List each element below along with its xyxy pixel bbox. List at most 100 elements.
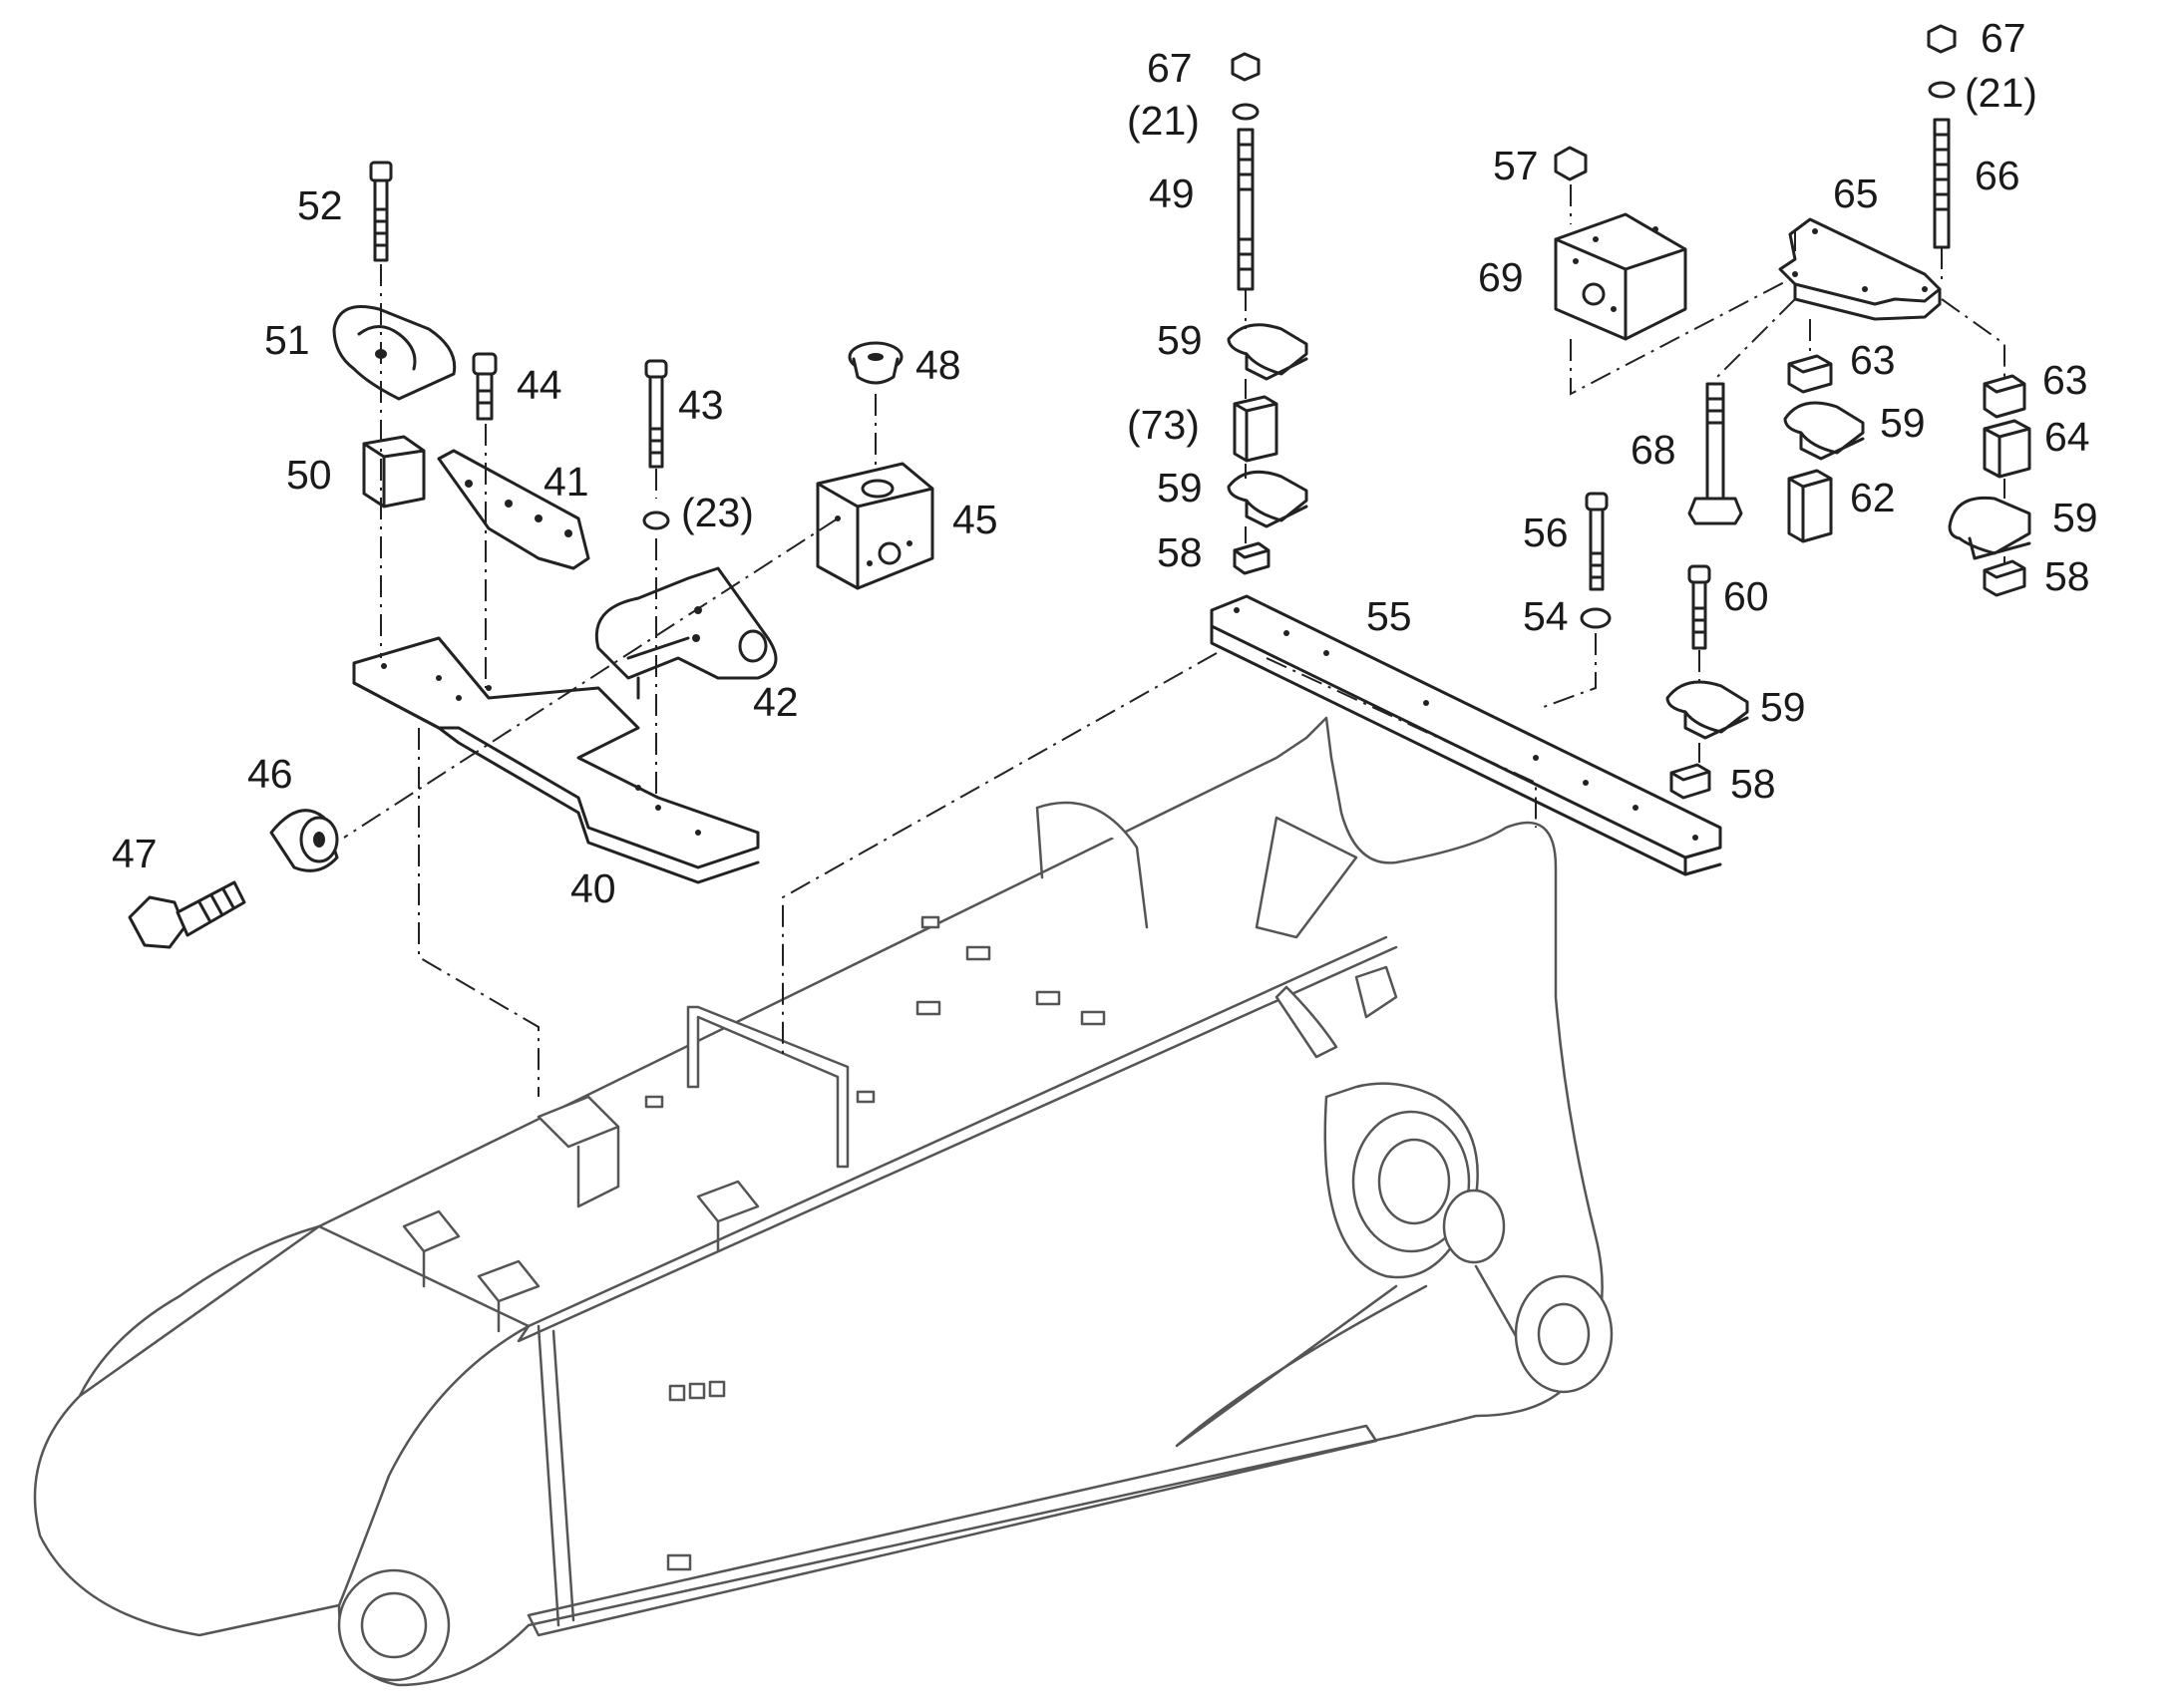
callout-52: 52	[297, 182, 343, 228]
callout-40: 40	[570, 865, 616, 911]
callout-69: 69	[1478, 254, 1524, 300]
deck-slot	[920, 915, 940, 929]
callout-59-e: 59	[2052, 495, 2098, 540]
callout-54: 54	[1523, 593, 1569, 639]
part-51-clamp	[332, 305, 457, 401]
part-43-bolt	[644, 359, 668, 469]
callout-66: 66	[1975, 153, 2020, 198]
callout-55: 55	[1366, 593, 1412, 639]
boom-assembly	[33, 716, 1614, 1687]
callout-51: 51	[264, 317, 310, 363]
deck-slot	[965, 945, 991, 961]
callout-63-b: 63	[2042, 357, 2088, 403]
part-45-valve-block	[816, 462, 934, 590]
deck-slot	[856, 1090, 876, 1104]
part-58-block-c	[1983, 559, 2026, 597]
boss-link	[1175, 1264, 1518, 1448]
callout-62: 62	[1850, 475, 1896, 520]
part-63-block-b	[1983, 374, 2026, 419]
part-59-clamp-a	[1227, 323, 1308, 381]
part-67-nut-a	[1231, 52, 1261, 82]
callout-47: 47	[112, 831, 158, 876]
part-60-bolt	[1687, 564, 1711, 650]
part-57-nut	[1554, 146, 1588, 181]
callout-73: (73)	[1127, 402, 1200, 448]
part-69-valve-block	[1554, 212, 1687, 341]
callout-46: 46	[247, 751, 293, 797]
callout-59-d: 59	[1880, 400, 1926, 446]
callout-63-a: 63	[1850, 337, 1896, 383]
callout-44: 44	[517, 362, 562, 408]
part-68-hex-bolt	[1687, 382, 1743, 525]
callout-21-a: (21)	[1127, 98, 1200, 144]
side-slot	[688, 1382, 706, 1400]
deck-lug-1	[537, 1095, 620, 1208]
part-23-washer	[642, 511, 670, 530]
callout-57: 57	[1493, 143, 1539, 188]
callout-50: 50	[286, 452, 332, 498]
callout-64: 64	[2044, 414, 2090, 460]
callout-59-c: 59	[1760, 684, 1806, 730]
callout-60: 60	[1723, 573, 1769, 619]
side-slot	[708, 1380, 726, 1398]
callout-21-b: (21)	[1965, 70, 2037, 116]
part-59-clamp-d	[1783, 401, 1865, 461]
part-63-block-a	[1787, 354, 1833, 394]
deck-lug-4	[696, 1180, 760, 1253]
part-66-stud	[1933, 118, 1951, 249]
boom-side-seam	[537, 1324, 575, 1627]
part-54-washer	[1580, 607, 1612, 629]
callout-67-b: 67	[1981, 15, 2026, 61]
part-59-clamp-c	[1665, 680, 1749, 740]
callout-43: 43	[678, 382, 724, 428]
boss-middle	[1442, 1189, 1506, 1264]
top-ear	[1274, 985, 1338, 1059]
deck-slot	[1080, 1010, 1106, 1026]
part-52-bolt	[369, 161, 393, 262]
part-64-block	[1983, 419, 2031, 479]
part-59-clamp-b	[1227, 470, 1308, 528]
side-slot	[668, 1384, 686, 1402]
part-65-bracket-plate	[1778, 217, 1942, 321]
part-59-clamp-e	[1948, 496, 2031, 560]
callout-41: 41	[544, 459, 589, 505]
part-55-rail	[1210, 594, 1722, 876]
deck-lug-2	[402, 1209, 461, 1288]
top-ear	[1354, 965, 1398, 1019]
part-48-grommet	[848, 341, 904, 385]
callout-23: (23)	[681, 490, 754, 535]
deck-slot	[644, 1095, 664, 1109]
bridge-frame	[686, 1005, 850, 1169]
part-46-bushing	[269, 809, 339, 872]
callout-48: 48	[915, 342, 961, 388]
callout-58-c: 58	[2044, 553, 2090, 599]
part-44-bolt	[472, 352, 498, 421]
part-21-washer-b	[1928, 81, 1956, 99]
part-40-mount-plate	[352, 636, 760, 884]
callout-68: 68	[1631, 427, 1676, 473]
deck-lug-3	[477, 1259, 541, 1333]
upper-bracket	[1035, 801, 1358, 939]
callout-59-b: 59	[1157, 465, 1203, 511]
callout-59-a: 59	[1157, 317, 1203, 363]
part-41-bracket	[437, 449, 590, 570]
part-58-block-a	[1233, 541, 1271, 575]
part-47-hex-bolt	[128, 880, 246, 949]
part-67-nut-b	[1927, 24, 1957, 54]
callout-65: 65	[1833, 171, 1879, 216]
part-73-block	[1233, 395, 1278, 463]
part-62-block	[1787, 469, 1833, 543]
part-21-washer-a	[1232, 103, 1260, 121]
foot-pin-inner	[360, 1591, 428, 1659]
callout-45: 45	[952, 497, 998, 542]
part-58-block-b	[1669, 763, 1711, 800]
callout-49: 49	[1149, 171, 1195, 216]
callout-58-b: 58	[1730, 761, 1776, 807]
boom-bottom-plate	[527, 1424, 1378, 1637]
deck-slot	[915, 1000, 941, 1016]
leader-lines	[343, 184, 2005, 1097]
deck-slot	[1035, 990, 1061, 1006]
boom-left-face	[78, 1224, 531, 1607]
side-slot	[666, 1553, 692, 1571]
